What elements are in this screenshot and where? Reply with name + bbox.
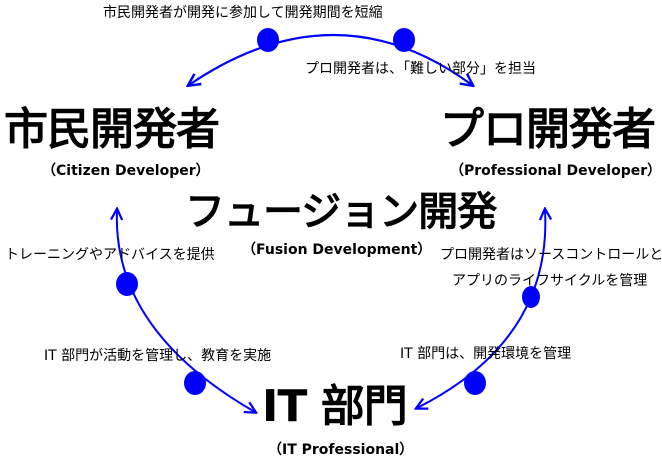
label-right-upper-2: アプリのライフサイクルを管理 <box>452 273 648 289</box>
label-top-left: 市民開発者が開発に参加して開発期間を短縮 <box>103 5 383 21</box>
top-arrow <box>189 34 472 85</box>
citizen-title: 市民開発者 <box>4 104 220 155</box>
right-arrow <box>417 210 545 408</box>
it-subtitle: （IT Professional） <box>268 442 414 458</box>
dot-right-lower <box>464 371 486 395</box>
dot-top-right <box>393 28 415 52</box>
left-arrow <box>117 210 255 412</box>
label-top-right: プロ開発者は、「難しい部分」を担当 <box>305 61 536 77</box>
label-right-upper-1: プロ開発者はソースコントロールと <box>440 247 662 263</box>
fusion-subtitle: （Fusion Development） <box>242 242 432 258</box>
pro-subtitle: （Professional Developer） <box>450 163 662 179</box>
label-right-lower: IT 部門は、開発環境を管理 <box>400 346 572 362</box>
citizen-subtitle: （Citizen Developer） <box>42 163 210 179</box>
pro-title: プロ開発者 <box>440 104 656 155</box>
dot-left-upper <box>116 272 138 296</box>
label-left-upper: トレーニングやアドバイスを提供 <box>5 247 215 263</box>
fusion-title: フュージョン開発 <box>185 189 497 235</box>
dot-top-left <box>257 28 279 52</box>
dot-left-lower <box>184 371 206 395</box>
dot-right-upper <box>522 286 540 308</box>
it-title: IT 部門 <box>262 381 408 432</box>
label-left-lower: IT 部門が活動を管理し、教育を実施 <box>44 348 272 364</box>
